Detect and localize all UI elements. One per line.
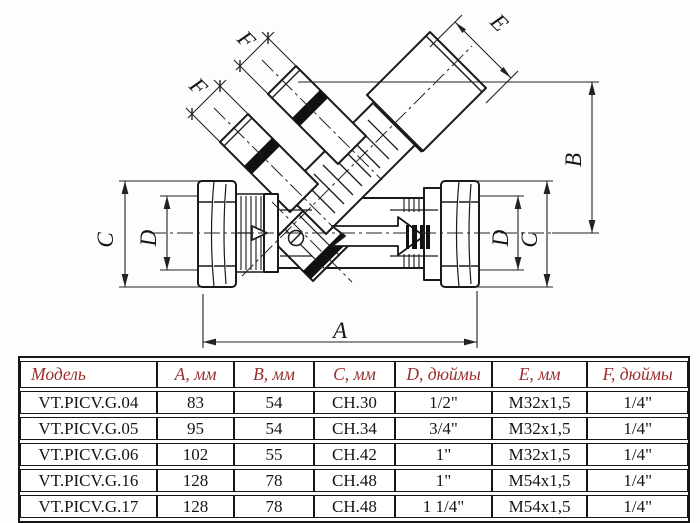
right-connection bbox=[403, 180, 480, 288]
column-header-model: Модель bbox=[20, 361, 157, 388]
table-cell: 1/4" bbox=[587, 391, 688, 414]
column-header-f: F, дюймы bbox=[587, 361, 688, 388]
table-row: VT.PICV.G.17 128 78 CH.48 1 1/4" M54x1,5… bbox=[20, 495, 688, 518]
dimensions-over bbox=[185, 14, 599, 348]
dim-f-upper bbox=[233, 31, 297, 95]
table-cell: 83 bbox=[156, 391, 235, 414]
dim-label-d-left: D bbox=[136, 229, 161, 247]
table-cell: 128 bbox=[156, 495, 235, 518]
table-cell: 78 bbox=[234, 469, 314, 492]
brand-mark bbox=[287, 229, 305, 247]
table-cell: M54x1,5 bbox=[491, 495, 588, 518]
table-row: VT.PICV.G.04 83 54 CH.30 1/2" M32x1,5 1/… bbox=[20, 391, 688, 414]
table-row: VT.PICV.G.05 95 54 CH.34 3/4" M32x1,5 1/… bbox=[20, 417, 688, 440]
table-cell: 54 bbox=[234, 391, 314, 414]
table-cell: 1/4" bbox=[587, 469, 688, 492]
table-cell: 1" bbox=[395, 443, 492, 466]
dim-b bbox=[298, 81, 599, 234]
table-cell: 1 1/4" bbox=[395, 495, 492, 518]
table-cell: 95 bbox=[156, 417, 235, 440]
table-cell: M32x1,5 bbox=[491, 417, 588, 440]
dim-c-right bbox=[476, 180, 553, 288]
dim-e bbox=[429, 14, 519, 104]
dim-c-left bbox=[119, 180, 200, 288]
specs-table-container: Модель A, мм B, мм C, мм D, дюймы E, мм … bbox=[18, 356, 690, 523]
dim-label-a: A bbox=[331, 318, 348, 343]
table-cell: 55 bbox=[234, 443, 314, 466]
strainer-bars bbox=[406, 225, 430, 249]
table-cell: 1" bbox=[395, 469, 492, 492]
cartridge-axis bbox=[241, 45, 473, 277]
model-cell: VT.PICV.G.16 bbox=[20, 469, 157, 492]
centerlines bbox=[150, 45, 574, 283]
table-cell: M54x1,5 bbox=[491, 469, 588, 492]
table-row: VT.PICV.G.06 102 55 CH.42 1" M32x1,5 1/4… bbox=[20, 443, 688, 466]
port-lower-axis bbox=[213, 107, 335, 229]
model-cell: VT.PICV.G.17 bbox=[20, 495, 157, 518]
dim-label-b: B bbox=[561, 153, 586, 167]
table-cell: CH.48 bbox=[313, 495, 396, 518]
specs-table: Модель A, мм B, мм C, мм D, дюймы E, мм … bbox=[18, 356, 690, 523]
column-header-b: B, мм bbox=[234, 361, 314, 388]
dim-f-lower bbox=[185, 79, 249, 143]
valve-body bbox=[197, 31, 487, 288]
table-cell: M32x1,5 bbox=[491, 443, 588, 466]
column-header-e: E, мм bbox=[491, 361, 588, 388]
dim-label-e: E bbox=[485, 8, 513, 36]
table-cell: CH.30 bbox=[313, 391, 396, 414]
dim-label-d-right: D bbox=[488, 229, 513, 247]
model-cell: VT.PICV.G.06 bbox=[20, 443, 157, 466]
table-cell: CH.34 bbox=[313, 417, 396, 440]
table-cell: M32x1,5 bbox=[491, 391, 588, 414]
table-header-row: Модель A, мм B, мм C, мм D, дюймы E, мм … bbox=[20, 361, 688, 388]
left-union-nut bbox=[197, 180, 237, 288]
table-cell: 1/2" bbox=[395, 391, 492, 414]
dim-d-right bbox=[476, 195, 524, 271]
table-cell: 78 bbox=[234, 495, 314, 518]
dim-label-c-right: C bbox=[517, 232, 542, 248]
dim-a bbox=[202, 291, 478, 348]
column-header-c: C, мм bbox=[313, 361, 396, 388]
table-cell: 1/4" bbox=[587, 417, 688, 440]
table-cell: 54 bbox=[234, 417, 314, 440]
model-cell: VT.PICV.G.05 bbox=[20, 417, 157, 440]
stub-axis bbox=[271, 201, 353, 283]
model-cell: VT.PICV.G.04 bbox=[20, 391, 157, 414]
table-cell: CH.48 bbox=[313, 469, 396, 492]
table-cell: 3/4" bbox=[395, 417, 492, 440]
table-cell: 1/4" bbox=[587, 495, 688, 518]
table-cell: 128 bbox=[156, 469, 235, 492]
right-union-nut bbox=[440, 180, 480, 288]
valve-technical-drawing: A B C D D C E F F bbox=[93, 8, 599, 348]
cast-flow-arrow bbox=[331, 216, 425, 256]
table-cell: 1/4" bbox=[587, 443, 688, 466]
table-row: VT.PICV.G.16 128 78 CH.48 1" M54x1,5 1/4… bbox=[20, 469, 688, 492]
dim-label-c-left: C bbox=[93, 232, 118, 248]
port-upper-axis bbox=[261, 59, 383, 181]
column-header-a: A, мм bbox=[156, 361, 235, 388]
table-cell: CH.42 bbox=[313, 443, 396, 466]
column-header-d: D, дюймы bbox=[395, 361, 492, 388]
table-cell: 102 bbox=[156, 443, 235, 466]
body-details bbox=[238, 209, 438, 257]
